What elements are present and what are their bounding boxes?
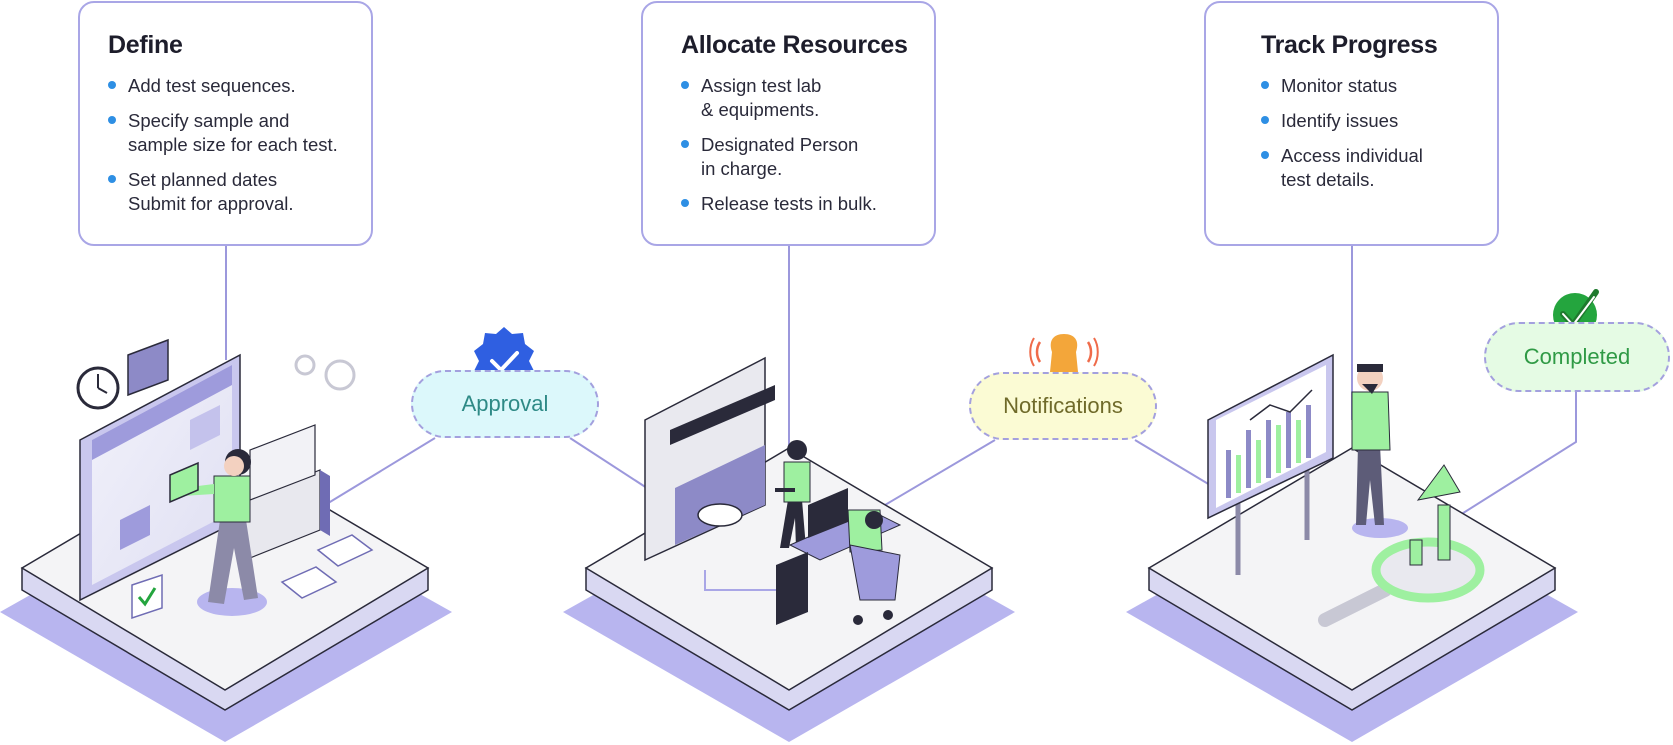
platform-allocate <box>563 356 1015 742</box>
platform-define <box>0 338 452 742</box>
stage-label: Completed <box>1523 344 1631 369</box>
stage-pill-notifications: Notifications <box>969 372 1157 440</box>
stage-label: Approval <box>461 391 549 416</box>
puzzle-screen <box>79 353 241 602</box>
puzzle-pieces <box>169 461 374 599</box>
step-bullet-list: Add test sequences. Specify sample and s… <box>108 74 349 216</box>
platform-track <box>1126 353 1578 742</box>
step-bullet: Access individual test details. <box>1261 144 1475 192</box>
step-title: Allocate Resources <box>681 31 908 59</box>
step-bullet: Specify sample and sample size for each … <box>108 109 349 157</box>
step-title: Define <box>108 31 183 59</box>
stage-pill-approval: Approval <box>411 370 599 438</box>
step-bullet-list: Assign test lab & equipments. Designated… <box>681 74 912 216</box>
step-bullet: Designated Person in charge. <box>681 133 912 181</box>
stage-pill-completed: Completed <box>1484 322 1670 392</box>
step-card-allocate-resources: Allocate Resources Assign test lab & equ… <box>641 1 936 246</box>
check-document-icon <box>131 573 163 620</box>
folder-icon <box>127 338 169 397</box>
step-card-define: Define Add test sequences. Specify sampl… <box>78 1 373 246</box>
clock-icon <box>76 366 120 410</box>
step-bullet: Add test sequences. <box>108 74 349 98</box>
stage-label: Notifications <box>1003 393 1123 418</box>
workstation <box>776 488 902 625</box>
connector-completed <box>1459 392 1577 516</box>
step-bullet: Monitor status <box>1261 74 1475 98</box>
step-bullet: Identify issues <box>1261 109 1475 133</box>
step-bullet: Release tests in bulk. <box>681 192 912 216</box>
connectors <box>225 246 1577 516</box>
step-card-track-progress: Track Progress Monitor status Identify i… <box>1204 1 1499 246</box>
engineer-standing <box>775 440 811 548</box>
chart-board <box>1207 353 1334 575</box>
connector-approval-allocate <box>569 437 651 491</box>
step-bullet: Set planned dates Submit for approval. <box>108 168 349 216</box>
step-title: Track Progress <box>1261 31 1438 59</box>
magnifier-icon <box>1318 464 1485 627</box>
woman-figure <box>182 449 267 616</box>
manager-figure <box>1351 364 1408 538</box>
document-stack <box>244 424 330 561</box>
gear-icon <box>294 354 356 391</box>
test-chamber <box>644 356 790 591</box>
chart-bars <box>1226 405 1311 498</box>
connector-notifications-track <box>1134 439 1211 486</box>
connector-allocate-notifications <box>884 439 996 506</box>
step-bullet-list: Monitor status Identify issues Access in… <box>1261 74 1475 192</box>
step-bullet: Assign test lab & equipments. <box>681 74 912 122</box>
connector-define-approval <box>324 437 436 506</box>
